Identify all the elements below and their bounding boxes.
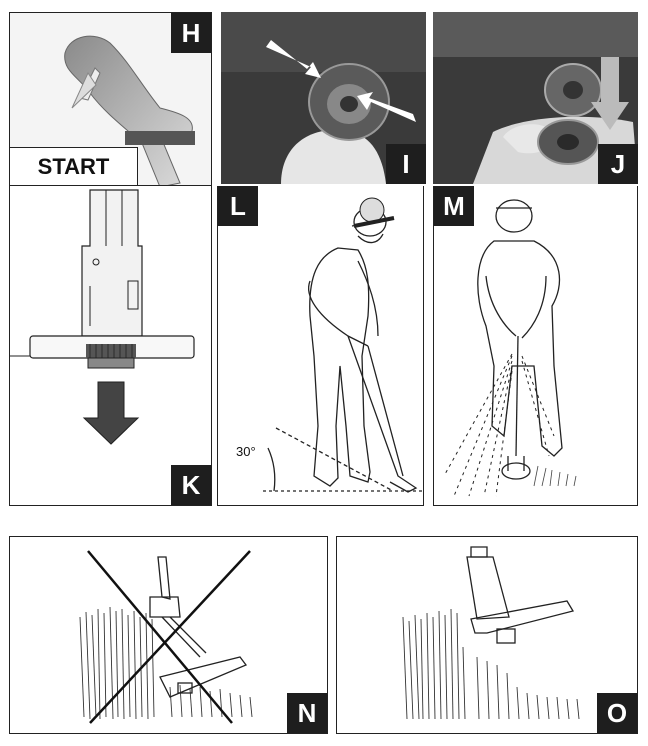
panel-label-i: I: [386, 144, 426, 184]
panel-label-o: O: [597, 693, 637, 733]
panel-j: J: [433, 12, 638, 184]
panel-label-n: N: [287, 693, 327, 733]
panel-h: H START: [9, 12, 212, 186]
panel-m: M: [433, 186, 638, 506]
panel-label-l: L: [218, 186, 258, 226]
panel-o: O: [336, 536, 638, 734]
panel-l: 30° L: [217, 186, 424, 506]
panel-n: N: [9, 536, 328, 734]
panel-label-k: K: [171, 465, 211, 505]
correct-cutting-illustration: [337, 537, 637, 733]
operator-front-illustration: [443, 199, 577, 497]
panel-k: K: [9, 186, 212, 506]
incorrect-cutting-illustration: [10, 537, 327, 733]
panel-label-j: J: [598, 144, 638, 184]
panel-i: I: [221, 12, 426, 184]
operator-angle-illustration: [263, 197, 423, 493]
start-caption: START: [10, 147, 138, 185]
panel-label-m: M: [434, 186, 474, 226]
angle-label: 30°: [236, 444, 256, 459]
trimmer-head-front-illustration: [10, 189, 195, 445]
panel-label-h: H: [171, 13, 211, 53]
